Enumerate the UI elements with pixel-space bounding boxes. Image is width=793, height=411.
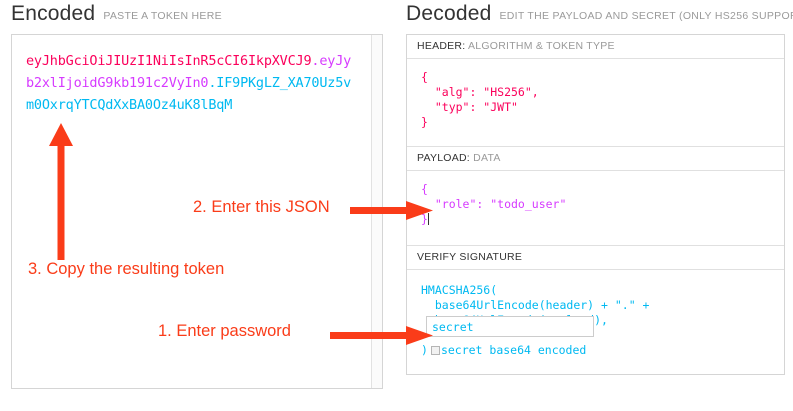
token-separator-1: . <box>311 53 320 69</box>
header-section-label: HEADER: ALGORITHM & TOKEN TYPE <box>407 35 784 59</box>
annotation-step-1-arrow <box>330 326 433 345</box>
header-json-editor[interactable]: { "alg": "HS256", "typ": "JWT" } <box>407 59 784 147</box>
verify-label-key: VERIFY SIGNATURE <box>417 251 523 263</box>
payload-json-text: { "role": "todo_user" } <box>421 182 567 226</box>
annotation-step-1-text: 1. Enter password <box>158 322 291 340</box>
encoded-token-text[interactable]: eyJhbGciOiJIUzI1NiIsInR5cCI6IkpXVCJ9.eyJ… <box>26 50 356 116</box>
verify-signature-block: HMACSHA256( base64UrlEncode(header) + ".… <box>407 270 784 378</box>
token-payload-segment: eyJyb2xlIjoidG9kb191c2VyIn0 <box>26 53 352 91</box>
decoded-column-heading: Decoded EDIT THE PAYLOAD AND SECRET (ONLY… <box>406 2 793 26</box>
annotation-step-3-arrow <box>49 123 73 260</box>
payload-json-editor[interactable]: { "role": "todo_user" } <box>407 171 784 246</box>
token-separator-2: . <box>208 75 217 91</box>
verify-section-label: VERIFY SIGNATURE <box>407 246 784 270</box>
decoded-title: Decoded <box>406 2 492 25</box>
closing-paren: ) <box>421 343 428 357</box>
verify-tail-row: ) secret base64 encoded <box>421 343 586 357</box>
hmac-line-2: base64UrlEncode(header) + "." + <box>421 298 650 312</box>
base64-encoded-label: secret base64 encoded <box>440 343 587 357</box>
header-label-value: ALGORITHM & TOKEN TYPE <box>468 40 615 52</box>
encoded-subtitle: PASTE A TOKEN HERE <box>103 10 222 22</box>
annotation-step-2-text: 2. Enter this JSON <box>193 198 330 216</box>
hmac-line-1: HMACSHA256( <box>421 283 498 297</box>
annotation-step-3-text: 3. Copy the resulting token <box>28 260 225 278</box>
text-caret <box>427 213 429 225</box>
encoded-title: Encoded <box>11 2 96 25</box>
payload-section-label: PAYLOAD: DATA <box>407 147 784 171</box>
base64-encoded-checkbox[interactable] <box>430 346 440 355</box>
decoded-panel: HEADER: ALGORITHM & TOKEN TYPE { "alg": … <box>406 34 785 375</box>
annotation-step-2-arrow <box>350 201 433 220</box>
payload-label-value: DATA <box>473 152 501 164</box>
decoded-subtitle: EDIT THE PAYLOAD AND SECRET (ONLY HS256 … <box>499 10 793 22</box>
encoded-column-heading: Encoded PASTE A TOKEN HERE <box>11 2 222 26</box>
payload-label-key: PAYLOAD: <box>417 152 470 164</box>
secret-input[interactable] <box>426 316 594 337</box>
token-header-segment: eyJhbGciOiJIUzI1NiIsInR5cCI6IkpXVCJ9 <box>26 53 312 69</box>
header-label-key: HEADER: <box>417 40 466 52</box>
token-signature-segment: IF9PKgLZ_XA70Uz5vm0OxrqYTCQdXxBA0Oz4uK8l… <box>26 75 352 113</box>
